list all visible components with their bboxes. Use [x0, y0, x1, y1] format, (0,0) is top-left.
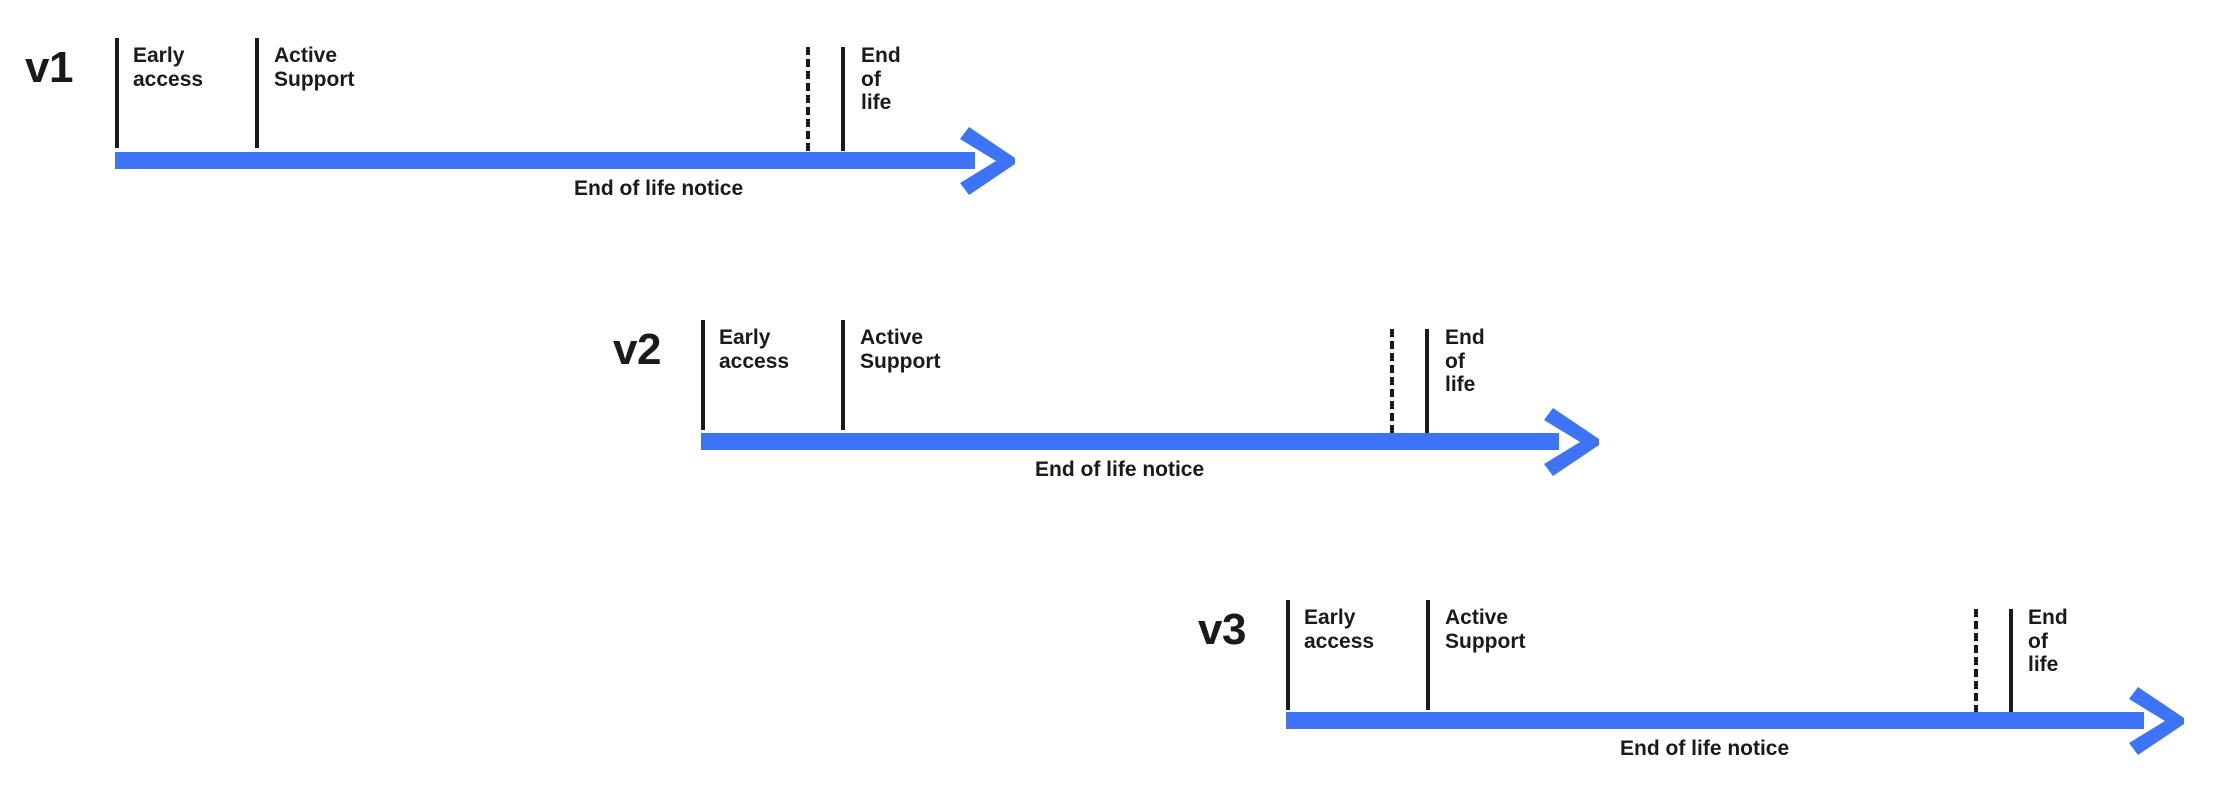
stage-label-active-support-v1: Active Support [274, 44, 355, 91]
lifecycle-arrow-bar-v2 [701, 433, 1559, 450]
lifecycle-arrow-bar-v3 [1286, 712, 2144, 729]
stage-label-early-access-v2: Early access [719, 326, 790, 373]
tick-active-support-start-v3 [1426, 600, 1430, 710]
tick-active-support-start-v1 [255, 38, 259, 148]
tick-end-of-life-start-v1 [841, 47, 845, 151]
notice-label-v3: End of life notice [1620, 737, 1790, 760]
tick-end-of-life-notice-v3 [1974, 609, 1978, 713]
notice-label-v2: End of life notice [1035, 458, 1205, 481]
stage-label-active-support-v3: Active Support [1445, 606, 1526, 653]
tick-early-access-start-v3 [1286, 600, 1290, 710]
tick-early-access-start-v2 [701, 320, 705, 430]
tick-active-support-start-v2 [841, 320, 845, 430]
stage-label-early-access-v3: Early access [1304, 606, 1375, 653]
tick-end-of-life-notice-v1 [806, 47, 810, 151]
stage-label-end-of-life-v2: End of life [1445, 326, 1485, 397]
stage-label-early-access-v1: Early access [133, 44, 204, 91]
lifecycle-arrow-head-v3 [2129, 687, 2191, 755]
stage-label-active-support-v2: Active Support [860, 326, 941, 373]
stage-label-end-of-life-v1: End of life [861, 44, 901, 115]
lifecycle-arrow-bar-v1 [115, 152, 975, 169]
tick-early-access-start-v1 [115, 38, 119, 148]
tick-end-of-life-notice-v2 [1390, 329, 1394, 433]
stage-label-end-of-life-v3: End of life [2028, 606, 2068, 677]
version-label-v3: v3 [1198, 605, 1246, 654]
version-label-v2: v2 [613, 325, 661, 374]
lifecycle-arrow-head-v2 [1544, 408, 1606, 476]
tick-end-of-life-start-v2 [1425, 329, 1429, 433]
version-label-v1: v1 [25, 43, 73, 92]
tick-end-of-life-start-v3 [2009, 609, 2013, 713]
lifecycle-arrow-head-v1 [960, 127, 1022, 195]
notice-label-v1: End of life notice [574, 177, 744, 200]
